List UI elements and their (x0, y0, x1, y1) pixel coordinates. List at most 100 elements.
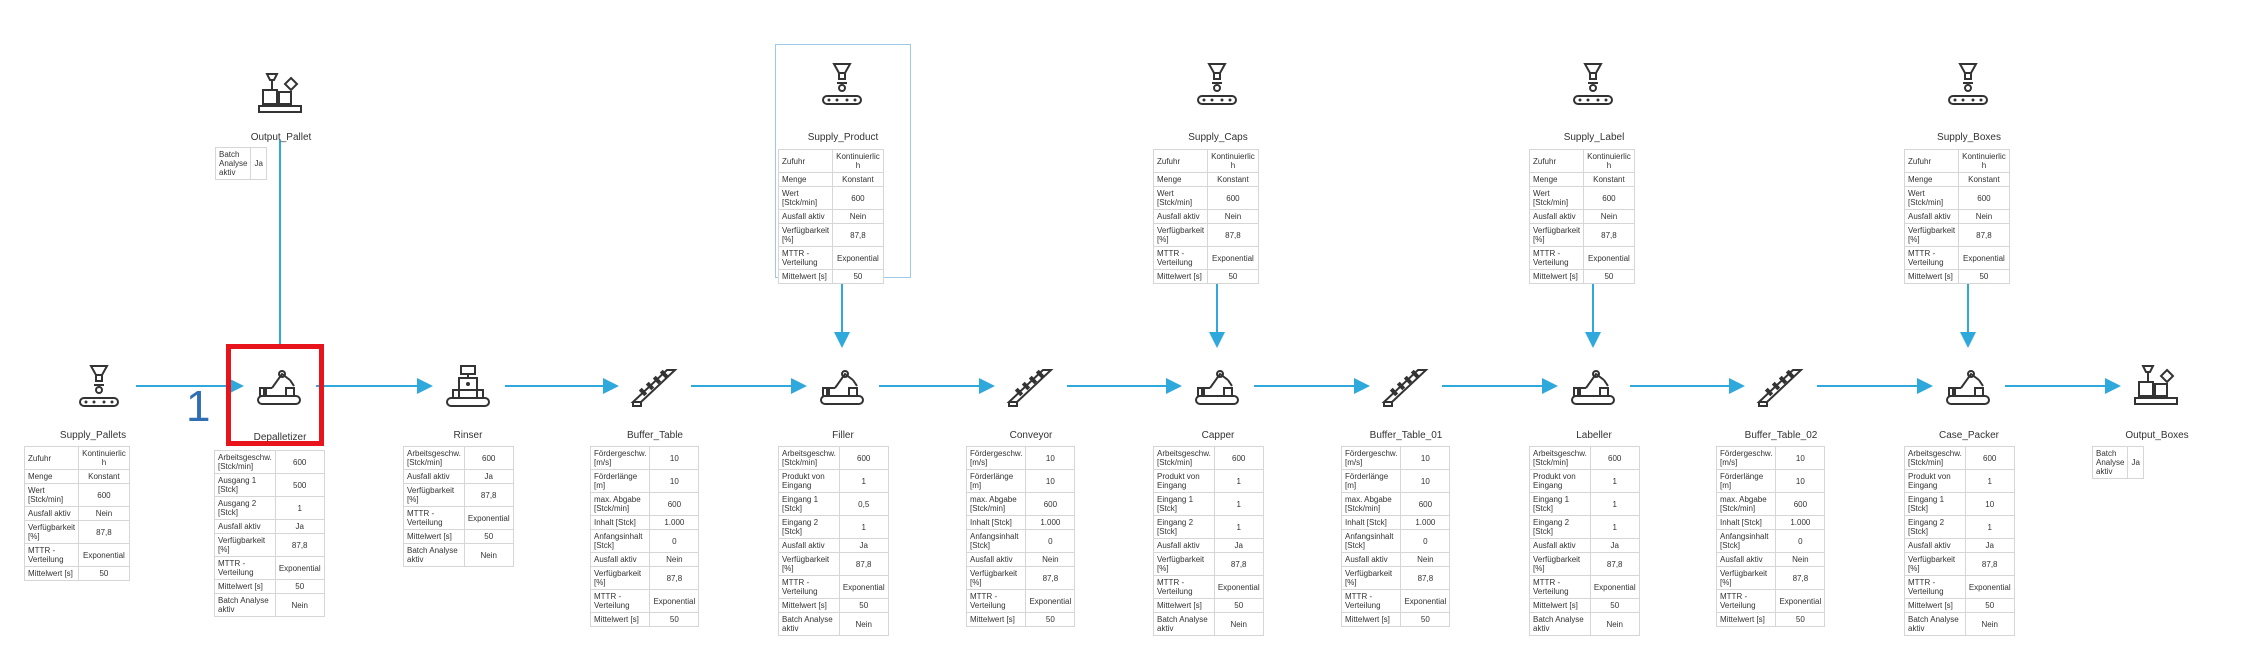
property-value[interactable]: 600 (78, 483, 130, 507)
property-value[interactable]: 87,8 (832, 223, 884, 247)
property-value[interactable]: 10 (1025, 469, 1076, 493)
property-value[interactable]: Kontinuierlic h (78, 446, 130, 470)
conveyor-icon[interactable] (1753, 362, 1807, 410)
robot-arm-icon[interactable] (252, 362, 306, 410)
property-value[interactable]: 1 (1589, 492, 1640, 516)
property-value[interactable]: Exponential (463, 506, 514, 530)
property-value[interactable]: 10 (1775, 446, 1826, 470)
property-value[interactable]: Nein (1400, 552, 1451, 567)
property-value[interactable]: 87,8 (78, 520, 130, 544)
property-value[interactable]: 600 (1775, 492, 1826, 516)
property-value[interactable]: Nein (649, 552, 700, 567)
property-value[interactable]: 50 (1207, 269, 1259, 284)
property-value[interactable]: Nein (1589, 612, 1640, 636)
property-value[interactable]: 50 (274, 579, 325, 594)
property-value[interactable]: 87,8 (463, 483, 514, 507)
property-value[interactable]: Nein (78, 506, 130, 521)
property-value[interactable]: 1 (274, 496, 325, 520)
property-value[interactable]: Ja (2127, 446, 2144, 479)
conveyor-icon[interactable] (627, 362, 681, 410)
property-value[interactable]: 87,8 (1025, 566, 1076, 590)
property-value[interactable]: 50 (463, 529, 514, 544)
property-value[interactable]: Exponential (274, 556, 325, 580)
property-value[interactable]: Exponential (1964, 575, 2015, 599)
supply-icon[interactable] (1190, 60, 1244, 108)
property-value[interactable]: Konstant (1583, 172, 1635, 187)
output-icon[interactable] (253, 70, 307, 118)
supply-icon[interactable] (1941, 60, 1995, 108)
property-value[interactable]: 87,8 (1964, 552, 2015, 576)
property-value[interactable]: 50 (1958, 269, 2010, 284)
property-value[interactable]: 600 (1964, 446, 2015, 470)
property-value[interactable]: Exponential (838, 575, 889, 599)
property-value[interactable]: 1.000 (1025, 515, 1076, 530)
property-value[interactable]: Exponential (1958, 246, 2010, 270)
property-value[interactable]: 50 (838, 598, 889, 613)
property-value[interactable]: Exponential (1400, 589, 1451, 613)
property-value[interactable]: Nein (274, 593, 325, 617)
property-value[interactable]: 50 (649, 612, 700, 627)
output-icon[interactable] (2129, 362, 2183, 410)
property-value[interactable]: Kontinuierlic h (1958, 149, 2010, 173)
property-value[interactable]: 10 (1775, 469, 1826, 493)
property-value[interactable]: 0 (649, 529, 700, 553)
property-value[interactable]: 50 (1589, 598, 1640, 613)
property-value[interactable]: 1 (1213, 492, 1264, 516)
property-value[interactable]: 87,8 (649, 566, 700, 590)
property-value[interactable]: 600 (274, 450, 325, 474)
property-value[interactable]: 87,8 (1207, 223, 1259, 247)
property-value[interactable]: 500 (274, 473, 325, 497)
property-value[interactable]: 50 (1213, 598, 1264, 613)
property-value[interactable]: Nein (838, 612, 889, 636)
property-value[interactable]: Ja (1589, 538, 1640, 553)
property-value[interactable]: Ja (274, 519, 325, 534)
property-value[interactable]: 600 (1958, 186, 2010, 210)
property-value[interactable]: 10 (649, 446, 700, 470)
property-value[interactable]: 10 (1400, 469, 1451, 493)
robot-arm-icon[interactable] (1566, 362, 1620, 410)
property-value[interactable]: Exponential (1025, 589, 1076, 613)
property-value[interactable]: Nein (463, 543, 514, 567)
property-value[interactable]: 1 (1589, 469, 1640, 493)
property-value[interactable]: Konstant (78, 469, 130, 484)
property-value[interactable]: 87,8 (838, 552, 889, 576)
supply-icon[interactable] (72, 362, 126, 410)
property-value[interactable]: Nein (1025, 552, 1076, 567)
property-value[interactable]: 0,5 (838, 492, 889, 516)
supply-icon[interactable] (1566, 60, 1620, 108)
property-value[interactable]: 600 (463, 446, 514, 470)
property-value[interactable]: Exponential (832, 246, 884, 270)
property-value[interactable]: Konstant (1207, 172, 1259, 187)
property-value[interactable]: 0 (1400, 529, 1451, 553)
property-value[interactable]: 1 (1964, 469, 2015, 493)
property-value[interactable]: 50 (832, 269, 884, 284)
property-value[interactable]: 10 (1400, 446, 1451, 470)
property-value[interactable]: 600 (1213, 446, 1264, 470)
property-value[interactable]: Nein (1958, 209, 2010, 224)
property-value[interactable]: Ja (838, 538, 889, 553)
property-value[interactable]: 600 (1025, 492, 1076, 516)
property-value[interactable]: Exponential (1213, 575, 1264, 599)
property-value[interactable]: 50 (1400, 612, 1451, 627)
conveyor-icon[interactable] (1378, 362, 1432, 410)
property-value[interactable]: Konstant (832, 172, 884, 187)
property-value[interactable]: Exponential (1589, 575, 1640, 599)
property-value[interactable]: 1 (1213, 469, 1264, 493)
property-value[interactable]: 1.000 (649, 515, 700, 530)
property-value[interactable]: Ja (463, 469, 514, 484)
property-value[interactable]: 600 (838, 446, 889, 470)
property-value[interactable]: Ja (250, 147, 267, 180)
property-value[interactable]: 1.000 (1400, 515, 1451, 530)
property-value[interactable]: 50 (1025, 612, 1076, 627)
supply-icon[interactable] (815, 60, 869, 108)
property-value[interactable]: Konstant (1958, 172, 2010, 187)
property-value[interactable]: 87,8 (1775, 566, 1826, 590)
property-value[interactable]: Exponential (78, 543, 130, 567)
property-value[interactable]: Exponential (1775, 589, 1826, 613)
property-value[interactable]: Nein (1583, 209, 1635, 224)
property-value[interactable]: 87,8 (1958, 223, 2010, 247)
property-value[interactable]: 600 (1583, 186, 1635, 210)
property-value[interactable]: Nein (1207, 209, 1259, 224)
property-value[interactable]: 0 (1775, 529, 1826, 553)
property-value[interactable]: 50 (78, 566, 130, 581)
